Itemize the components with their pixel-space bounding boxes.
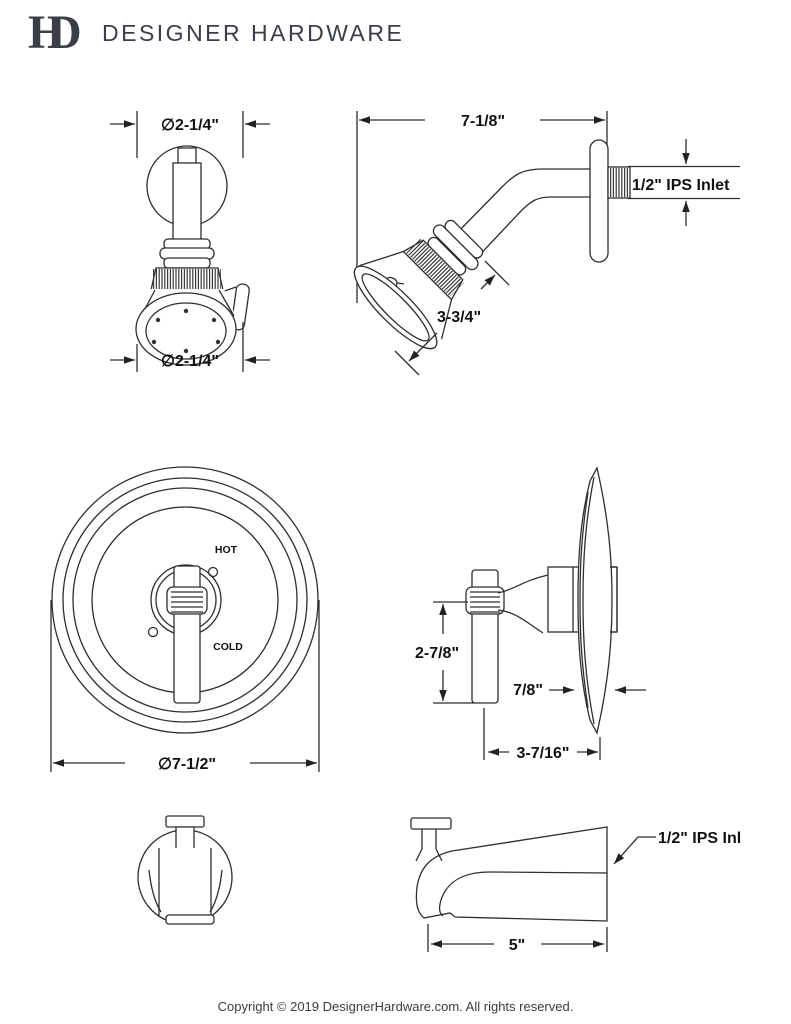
brand-title: DESIGNER HARDWARE xyxy=(102,19,405,46)
showerhead-lever-front xyxy=(218,283,250,331)
cold-indicator-dot xyxy=(147,626,159,638)
showerhead-diameter-top-label: ∅2-1/4" xyxy=(161,117,219,134)
showerhead-cone-front xyxy=(135,289,237,366)
valve-side-view: 2-7/8" 7/8" 3-7/16" xyxy=(415,466,646,762)
showerhead-diameter-bottom-label: ∅2-1/4" xyxy=(161,353,219,370)
total-depth-label: 3-7/16" xyxy=(517,745,570,762)
inlet-dimension: 1/2" IPS Inlet xyxy=(628,139,740,226)
valve-front-view: HOT COLD ∅7-1/2" xyxy=(50,466,320,773)
valve-handle-knurl-side xyxy=(465,586,505,615)
arm-width-label: 7-1/8" xyxy=(461,113,505,130)
head-length-dimension: 3-3/4" xyxy=(394,260,510,376)
copyright-text: Copyright © 2019 DesignerHardware.com. A… xyxy=(217,999,574,1014)
valve-handle-knurl-front xyxy=(166,586,208,615)
spout-contour-line xyxy=(438,871,608,917)
showerhead-collar-rings xyxy=(159,238,215,269)
diverter-knob-side xyxy=(410,817,452,862)
showerhead-side-view: 7-1/8" 1/2" IPS Inlet xyxy=(353,111,740,376)
spout-side-view: 1/2" IPS Inl 5" xyxy=(410,817,741,954)
handle-length-label: 2-7/8" xyxy=(415,645,459,662)
threaded-inlet-nipple xyxy=(607,166,631,199)
escutcheon-profile xyxy=(577,466,618,735)
spout-front-view xyxy=(137,815,233,925)
designer-hardware-logo: H D xyxy=(28,7,94,59)
total-depth-dimension: 3-7/16" xyxy=(483,708,601,762)
spout-nose-front xyxy=(148,848,223,925)
spout-length-label: 5" xyxy=(509,937,525,954)
showerhead-side-head xyxy=(353,219,484,350)
showerhead-front-bottom-dimension: ∅2-1/4" xyxy=(110,322,270,372)
showerhead-knurled-ring xyxy=(150,267,224,291)
plate-depth-label: 7/8" xyxy=(513,682,543,699)
handle-length-dimension: 2-7/8" xyxy=(415,601,474,704)
spout-length-dimension: 5" xyxy=(427,924,608,954)
head-length-label: 3-3/4" xyxy=(437,309,481,326)
spout-inlet-label: 1/2" IPS Inl xyxy=(658,830,741,847)
valve-diameter-dimension: ∅7-1/2" xyxy=(50,600,320,773)
showerhead-front-top-dimension: ∅2-1/4" xyxy=(110,111,270,158)
valve-diameter-label: ∅7-1/2" xyxy=(158,756,216,773)
showerhead-pipe xyxy=(172,162,202,241)
handle-stem-cone xyxy=(497,574,549,634)
header: H D DESIGNER HARDWARE xyxy=(28,6,404,60)
hot-indicator-dot xyxy=(207,566,219,578)
shower-arm xyxy=(451,168,590,263)
escutcheon-rings-front xyxy=(51,466,319,734)
cold-label: COLD xyxy=(213,641,243,653)
inlet-size-label: 1/2" IPS Inlet xyxy=(632,177,730,194)
showerhead-width-dimension: 7-1/8" xyxy=(356,111,608,303)
wall-flange-side xyxy=(589,139,609,263)
hot-label: HOT xyxy=(215,544,238,556)
spout-outline-side xyxy=(415,826,608,922)
logo-letter-h: H xyxy=(28,6,66,59)
logo-letter-d: D xyxy=(47,6,82,59)
spout-inlet-callout: 1/2" IPS Inl xyxy=(613,830,741,865)
showerhead-front-view: ∅2-1/4" xyxy=(110,111,270,372)
showerhead-pipe-neck xyxy=(177,147,197,163)
plate-depth-dimension: 7/8" xyxy=(513,682,646,699)
